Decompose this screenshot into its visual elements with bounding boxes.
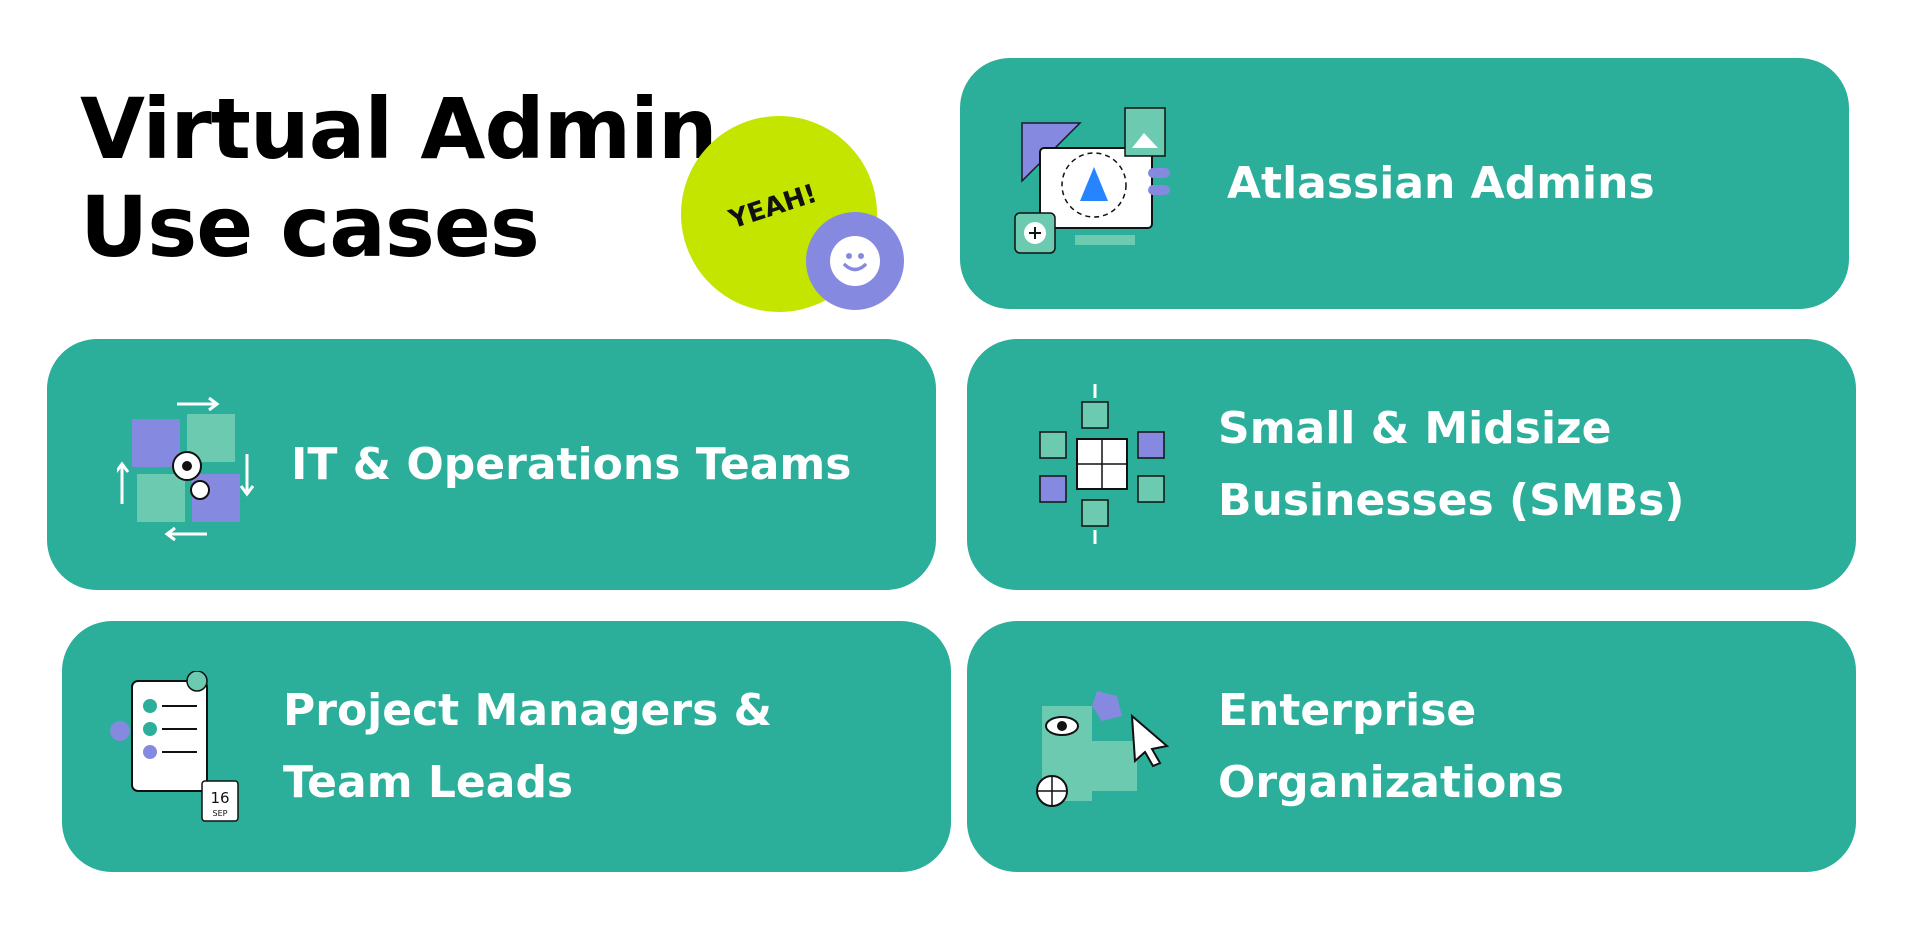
cubes-icon: [1022, 384, 1172, 544]
title-line-2: Use cases: [80, 178, 540, 276]
puzzle-eye-globe-icon: [1027, 681, 1177, 831]
card-it-operations: IT & Operations Teams: [47, 339, 936, 590]
card-project-managers: 16 SEP Project Managers & Team Leads: [62, 621, 951, 872]
card-enterprise: Enterprise Organizations: [967, 621, 1856, 872]
smiley-badge: [806, 212, 904, 310]
smiley-icon: [830, 236, 880, 286]
card-label-line-2: Team Leads: [283, 757, 574, 808]
card-atlassian-admins: Atlassian Admins: [960, 58, 1849, 309]
title-line-1: Virtual Admin: [80, 80, 718, 178]
card-label-line-1: Enterprise: [1218, 685, 1477, 736]
card-label-line-1: Project Managers &: [283, 685, 772, 736]
card-smb: Small & Midsize Businesses (SMBs): [967, 339, 1856, 590]
atlassian-design-icon: [1010, 103, 1170, 254]
page-title: Virtual Admin Use cases: [80, 80, 718, 276]
card-label-line-1: Small & Midsize: [1218, 403, 1612, 454]
card-label-line-2: Organizations: [1218, 757, 1564, 808]
puzzle-gears-icon: [114, 394, 267, 544]
card-label: Atlassian Admins: [1227, 158, 1655, 209]
calendar-day: 16: [210, 789, 229, 807]
card-label: IT & Operations Teams: [291, 439, 852, 490]
card-label-line-2: Businesses (SMBs): [1218, 475, 1685, 526]
calendar-month: SEP: [213, 809, 228, 818]
checklist-calendar-icon: 16 SEP: [102, 670, 252, 822]
